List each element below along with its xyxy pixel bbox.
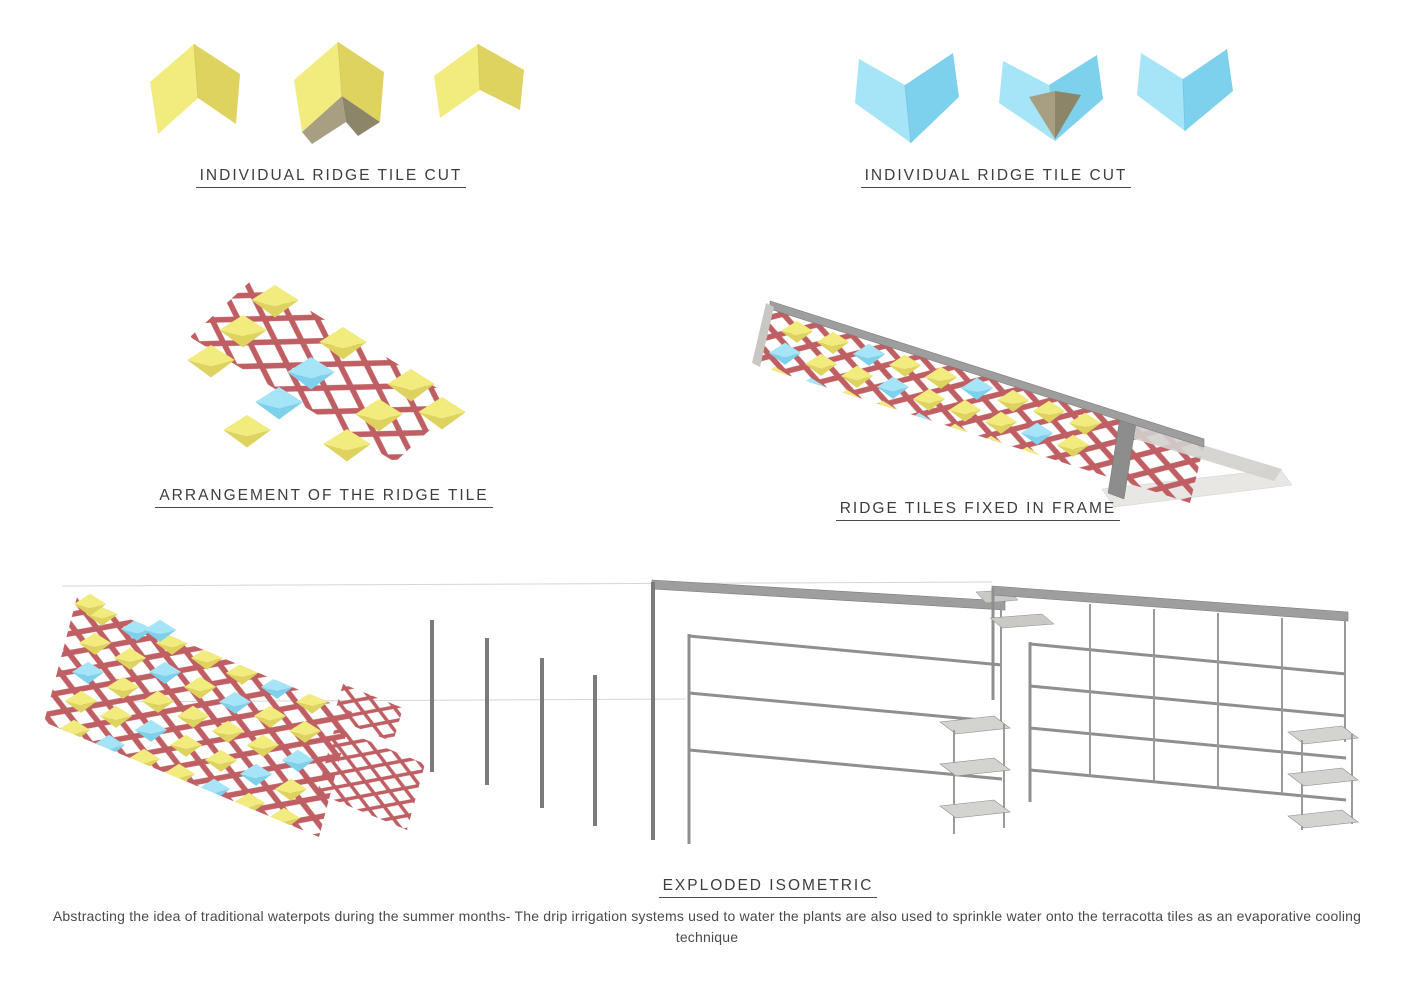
end-top-plate	[1128, 425, 1282, 481]
cyan-ridge-tiles-drawing	[855, 49, 1233, 144]
beam-lattice	[756, 307, 1204, 503]
yellow-tile-3	[434, 43, 524, 118]
yellow-tile-2	[294, 41, 384, 144]
label-text: RIDGE TILES FIXED IN FRAME	[835, 500, 1121, 521]
guide-line-top	[61, 581, 993, 587]
label-individual-ridge-tile-cut-right: INDIVIDUAL RIDGE TILE CUT	[776, 167, 1216, 188]
label-text: ARRANGEMENT OF THE RIDGE TILE	[155, 487, 493, 508]
label-exploded-isometric: EXPLODED ISOMETRIC	[548, 877, 988, 898]
label-text: EXPLODED ISOMETRIC	[658, 877, 878, 898]
caption-text: Abstracting the idea of traditional wate…	[52, 908, 1362, 945]
metal-frame-2	[989, 585, 1359, 830]
arrangement-drawing	[187, 277, 466, 462]
yellow-ridge-tiles-drawing	[150, 41, 524, 144]
yellow-tile-1	[150, 43, 240, 134]
label-individual-ridge-tile-cut-left: INDIVIDUAL RIDGE TILE CUT	[111, 167, 551, 188]
metal-frame-1	[651, 579, 1019, 844]
cyan-tile-2	[999, 55, 1103, 141]
exploded-rods	[430, 620, 597, 826]
label-text: INDIVIDUAL RIDGE TILE CUT	[195, 167, 467, 188]
label-text: INDIVIDUAL RIDGE TILE CUT	[860, 167, 1132, 188]
left-end-cap	[752, 303, 774, 367]
exploded-isometric-drawing	[44, 579, 1359, 844]
cyan-tile-3	[1137, 49, 1233, 132]
tiled-beam	[752, 300, 1292, 508]
cyan-tile-1	[855, 53, 959, 144]
bare-lattice-patch-2	[317, 727, 425, 830]
base-plane	[1101, 468, 1292, 508]
tile-panel	[44, 593, 425, 837]
label-arrangement: ARRANGEMENT OF THE RIDGE TILE	[104, 487, 544, 508]
tile-lattice-cluster	[187, 277, 466, 462]
label-frame: RIDGE TILES FIXED IN FRAME	[758, 500, 1198, 521]
bare-lattice-patch-1	[333, 684, 403, 742]
frame-beam-drawing	[752, 300, 1292, 508]
